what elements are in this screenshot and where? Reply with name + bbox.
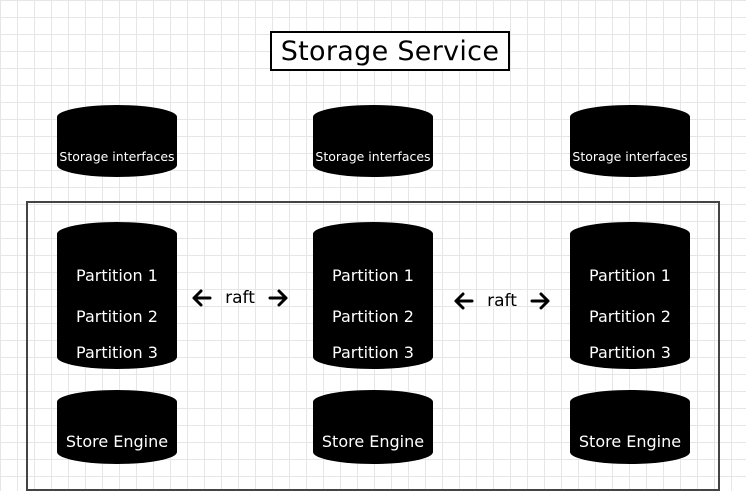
raft-link-2: raft (454, 291, 550, 311)
partition-label-2: Partition 2 (76, 307, 158, 326)
arrow-right-icon (268, 289, 288, 307)
storage-interface-label: Storage interfaces (572, 149, 687, 164)
raft-label: raft (487, 291, 517, 311)
partition-label-3: Partition 3 (589, 343, 671, 362)
partition-label-3: Partition 3 (332, 343, 414, 362)
partition-label-3: Partition 3 (76, 343, 158, 362)
partition-label-2: Partition 2 (332, 307, 414, 326)
partition-cylinder-1 (570, 299, 690, 369)
storage-interface-cylinder (57, 105, 177, 177)
store-engine-cylinder (57, 390, 177, 464)
arrow-left-icon (454, 292, 474, 310)
arrow-left-icon (192, 289, 212, 307)
storage-interface-cylinder (313, 105, 433, 177)
diagram-title: Storage Service (270, 31, 510, 71)
storage-interface-cylinder (570, 105, 690, 177)
storage-interface-label: Storage interfaces (59, 149, 174, 164)
raft-label: raft (225, 288, 255, 308)
partition-label-2: Partition 2 (589, 307, 671, 326)
raft-link-1: raft (192, 288, 288, 308)
store-engine-cylinder (313, 390, 433, 464)
store-engine-label: Store Engine (66, 432, 168, 451)
partition-cylinder-1 (57, 299, 177, 369)
store-engine-label: Store Engine (579, 432, 681, 451)
storage-interface-label: Storage interfaces (315, 149, 430, 164)
store-engine-cylinder (570, 390, 690, 464)
partition-label-1: Partition 1 (76, 266, 158, 285)
partition-label-1: Partition 1 (332, 266, 414, 285)
arrow-right-icon (530, 292, 550, 310)
partition-label-1: Partition 1 (589, 266, 671, 285)
store-engine-label: Store Engine (322, 432, 424, 451)
partition-cylinder-1 (313, 299, 433, 369)
